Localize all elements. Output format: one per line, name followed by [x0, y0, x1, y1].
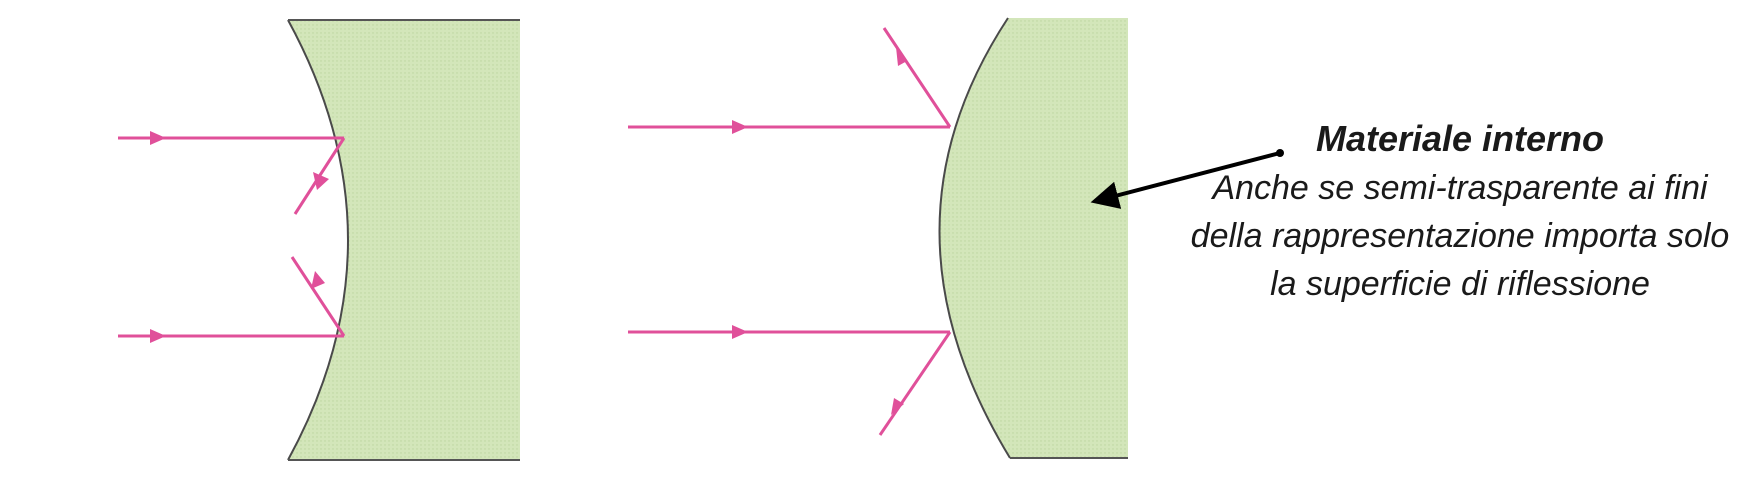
convex-mirror-surface: [938, 17, 1011, 459]
convex-mirror-body: [939, 18, 1128, 458]
concave-mirror-body: [288, 20, 520, 460]
convex-mirror-diagram: [628, 17, 1128, 459]
annotation-description: Anche se semi-trasparente ai fini della …: [1190, 169, 1730, 303]
convex-reflected-ray-lower: [878, 331, 952, 436]
material-annotation: Materiale interno Anche se semi-traspare…: [1180, 118, 1740, 308]
convex-incident-ray-upper: [628, 120, 950, 134]
convex-reflected-ray-upper: [882, 27, 952, 128]
concave-mirror-surface: [287, 19, 349, 461]
annotation-pointer: [1090, 149, 1284, 209]
annotation-title: Materiale interno: [1315, 118, 1605, 159]
concave-reflected-ray-upper: [293, 137, 346, 215]
concave-incident-ray-lower: [118, 329, 344, 343]
concave-mirror-diagram: [118, 19, 520, 461]
concave-reflected-ray-lower: [290, 256, 346, 337]
convex-incident-ray-lower: [628, 325, 950, 339]
concave-incident-ray-upper: [118, 131, 344, 145]
